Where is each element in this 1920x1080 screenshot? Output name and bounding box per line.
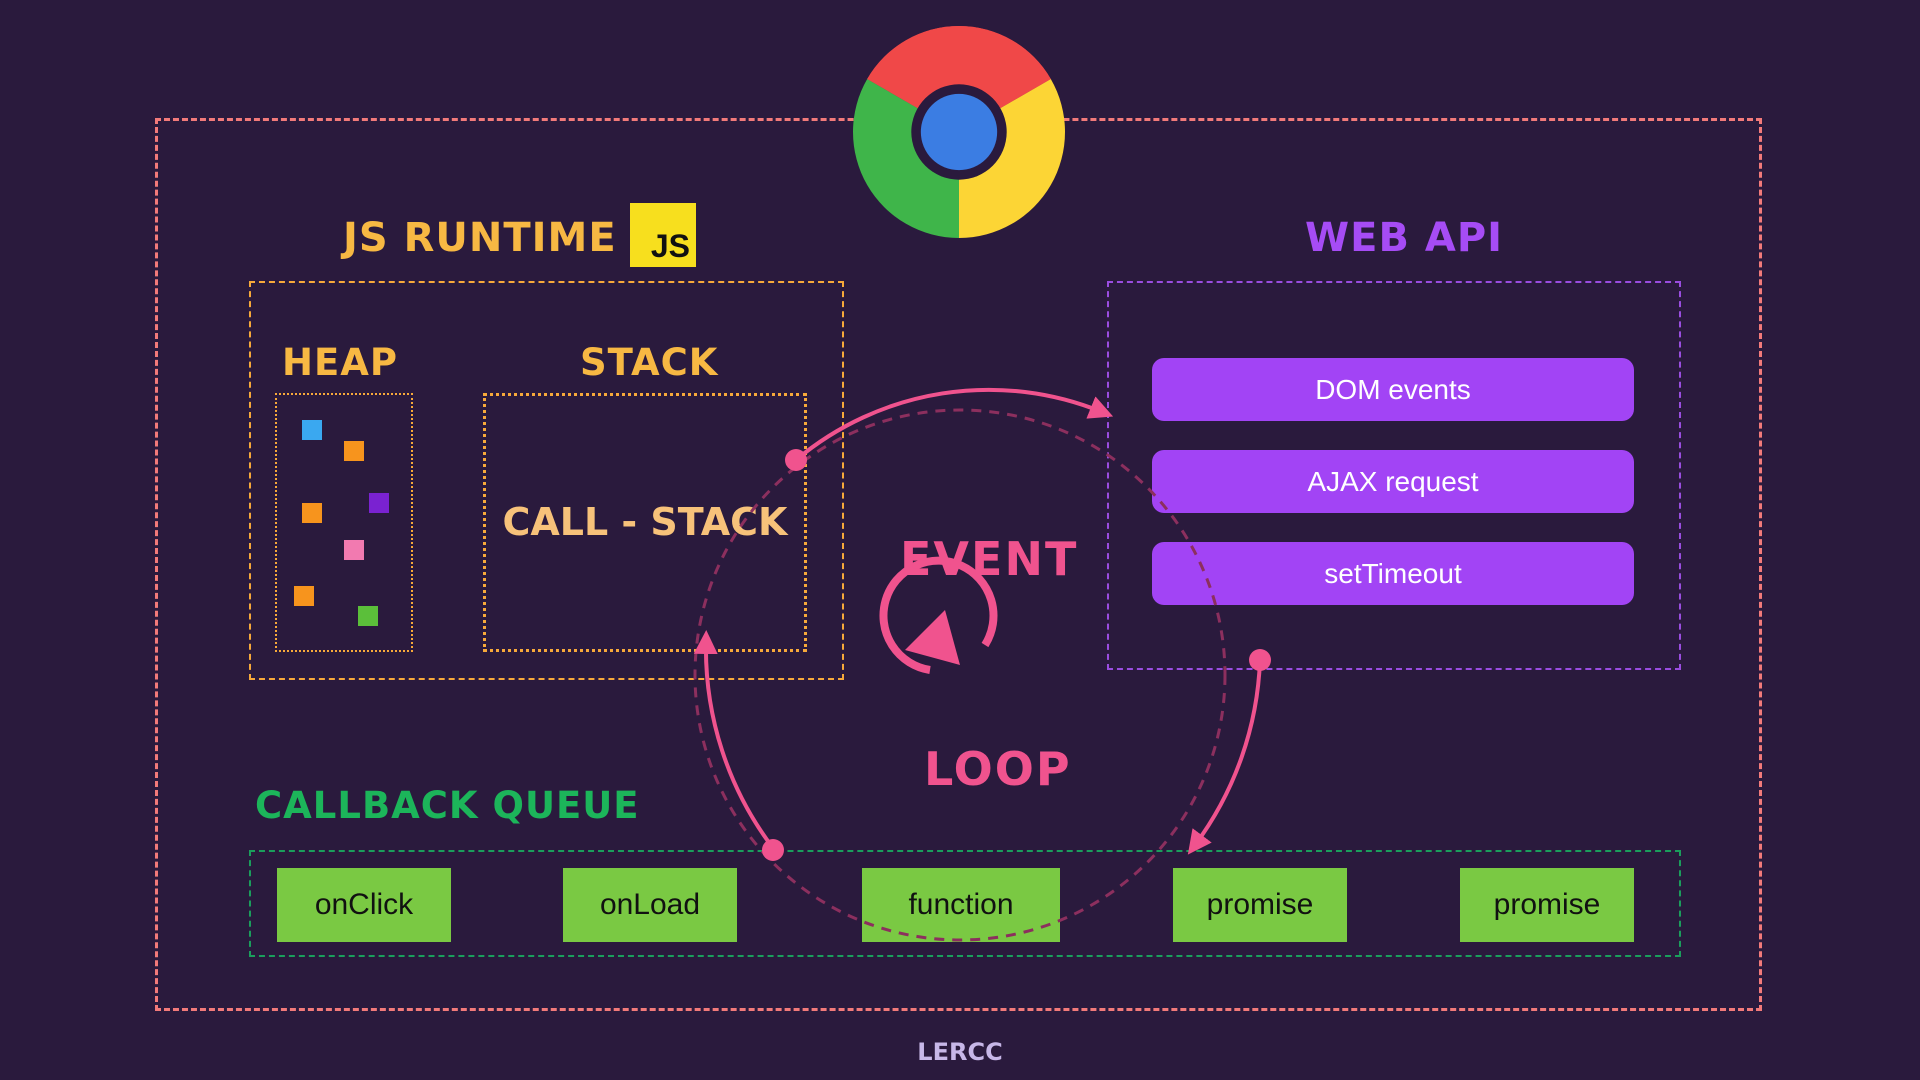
web-api-title: WEB API: [1305, 215, 1504, 261]
queue-item-function: function: [862, 868, 1060, 942]
heap-object: [344, 540, 364, 560]
loop-dot: [762, 839, 784, 861]
heap-object: [344, 441, 364, 461]
queue-item-onclick: onClick: [277, 868, 451, 942]
queue-item-promise: promise: [1173, 868, 1347, 942]
chrome-logo-icon: [853, 26, 1065, 238]
js-badge-label: JS: [650, 228, 690, 264]
js-runtime-title: JS RUNTIME: [343, 215, 617, 261]
callback-queue-box: [249, 850, 1681, 957]
loop-dot: [785, 449, 807, 471]
heap-object: [302, 503, 322, 523]
arrow-webapi-to-queue: [1187, 659, 1262, 855]
loop-dot: [1249, 649, 1271, 671]
web-api-item-ajax-request: AJAX request: [1152, 450, 1634, 513]
web-api-box: [1107, 281, 1681, 670]
arrow-queue-to-stack: [693, 630, 775, 850]
heap-box: [275, 393, 413, 652]
queue-item-promise: promise: [1460, 868, 1634, 942]
heap-object: [294, 586, 314, 606]
loop-icon: [879, 556, 998, 674]
event-label: EVENT: [900, 532, 1079, 586]
web-api-item-settimeout: setTimeout: [1152, 542, 1634, 605]
loop-icon-arrowhead: [905, 610, 960, 665]
js-logo-icon: JS: [630, 203, 696, 267]
queue-item-onload: onLoad: [563, 868, 737, 942]
heap-object: [369, 493, 389, 513]
js-runtime-box: [249, 281, 844, 680]
arrow-stack-to-webapi: [794, 387, 1114, 462]
call-stack-box: [483, 393, 807, 652]
callback-queue-title: CALLBACK QUEUE: [255, 784, 640, 827]
loop-circle-dashed: [693, 408, 1227, 942]
heap-object: [358, 606, 378, 626]
heap-title: HEAP: [282, 341, 398, 384]
call-stack-label: CALL - STACK: [502, 500, 788, 544]
web-api-item-dom-events: DOM events: [1152, 358, 1634, 421]
brand-watermark: LERCC: [917, 1038, 1003, 1066]
heap-object: [302, 420, 322, 440]
stack-title: STACK: [580, 341, 719, 384]
loop-label: LOOP: [924, 742, 1072, 796]
